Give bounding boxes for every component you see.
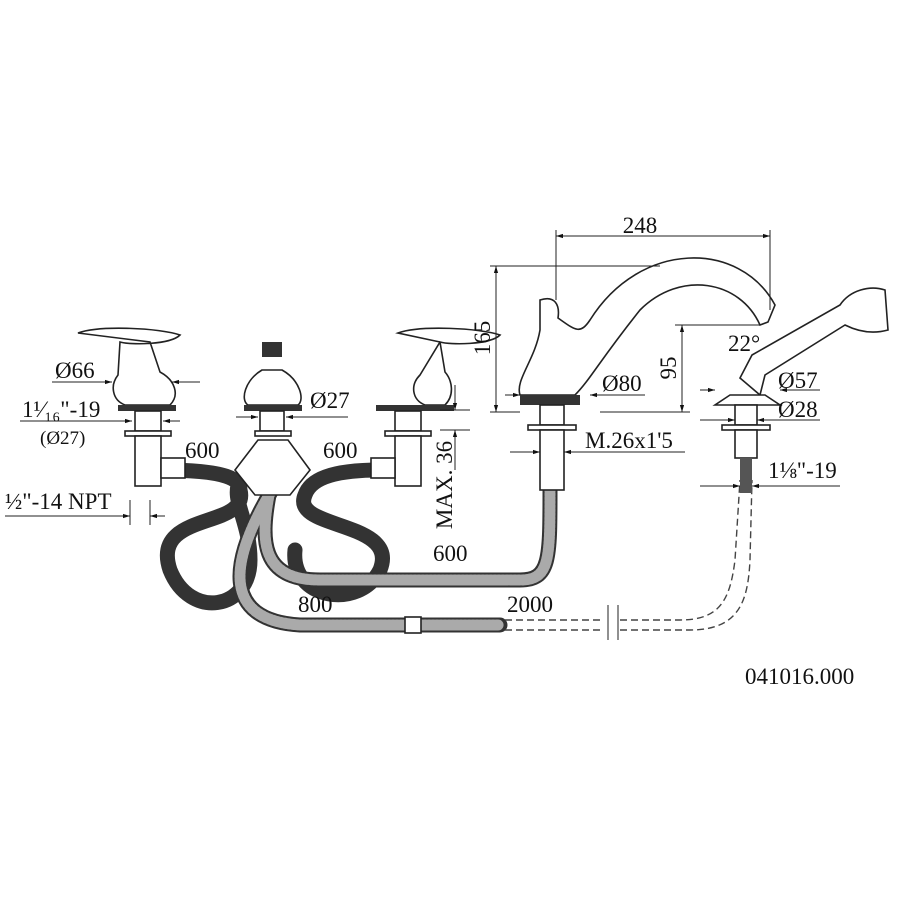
label-hose-left: 600 <box>185 438 220 463</box>
dimension-lines <box>5 230 840 525</box>
label-shower-thread: 1⅛"-19 <box>768 458 837 483</box>
label-hose-right: 600 <box>323 438 358 463</box>
label-diverter-diameter: Ø27 <box>310 388 350 413</box>
label-inlet-thread: ½"-14 NPT <box>5 489 112 514</box>
drawing-code: 041016.000 <box>745 664 854 689</box>
label-hose-spout: 600 <box>433 541 468 566</box>
diverter-valve <box>233 342 312 496</box>
hand-shower <box>712 287 889 493</box>
label-shower-base-diameter: Ø57 <box>778 368 818 393</box>
dimension-labels: 248 165 95 22° Ø80 M.26x1'5 Ø57 Ø28 1⅛"-… <box>5 213 854 689</box>
label-spout-thread: M.26x1'5 <box>585 428 673 453</box>
label-deck-thickness: MAX. 36 <box>432 441 457 529</box>
label-shower-hose: 2000 <box>507 592 553 617</box>
label-outlet-height: 95 <box>656 357 681 380</box>
label-hose-shower: 800 <box>298 592 333 617</box>
label-handle-diameter: Ø66 <box>55 358 95 383</box>
label-spout-angle: 22° <box>728 331 760 356</box>
hose-connector <box>404 616 422 634</box>
label-handle-thread-diameter: (Ø27) <box>40 428 85 449</box>
right-handle-valve <box>370 327 502 487</box>
hoses <box>152 462 753 640</box>
label-handle-thread: 1¹⁄₁₆"-19 <box>22 397 100 422</box>
label-shower-shank-diameter: Ø28 <box>778 397 818 422</box>
label-spout-base-diameter: Ø80 <box>602 371 642 396</box>
label-spout-height: 165 <box>470 321 495 356</box>
left-handle-valve <box>77 327 186 487</box>
label-spout-reach: 248 <box>623 213 658 238</box>
